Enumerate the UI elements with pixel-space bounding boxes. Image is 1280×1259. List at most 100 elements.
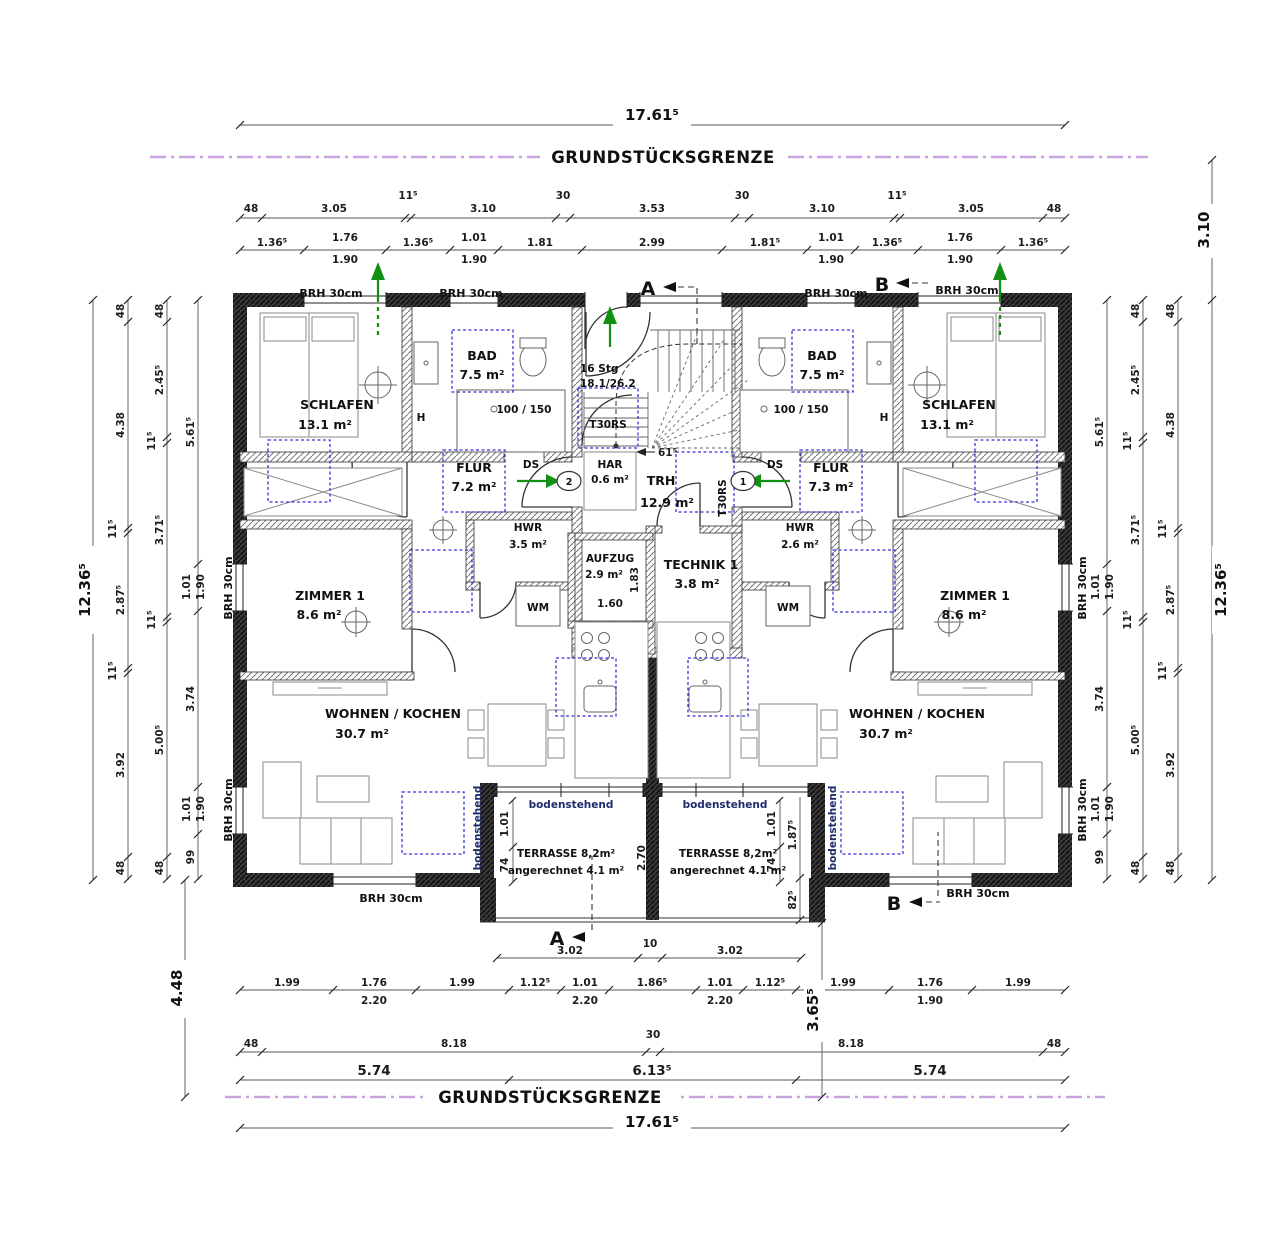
dim-label: 82⁵ <box>787 890 799 910</box>
dim-label: 11⁵ <box>107 519 119 539</box>
technik-door <box>656 482 701 527</box>
room-bad-left: BAD <box>467 348 497 363</box>
dim-label: 1.99 <box>1005 977 1031 989</box>
technik-label: TECHNIK 1 <box>664 557 739 572</box>
room-flur-right: FLUR <box>813 460 849 475</box>
dim-label: 1.01 <box>572 977 598 989</box>
sofa-left <box>262 761 393 865</box>
dim-label: 1.81⁵ <box>750 237 781 249</box>
dim-label: 2.87⁵ <box>115 584 127 615</box>
area-zimmer-left: 8.6 m² <box>297 607 342 622</box>
window-left-wohnen <box>232 786 247 835</box>
room-labels-right: SCHLAFEN 13.1 m² BAD 7.5 m² 100 / 150 FL… <box>670 348 1010 877</box>
dim-label: 48 <box>115 304 127 319</box>
dim-label: 30 <box>556 190 571 202</box>
bed-left <box>259 312 359 438</box>
har-box <box>583 451 637 511</box>
wm-label-left: WM <box>527 602 549 614</box>
dim-label: 6.13⁵ <box>632 1063 671 1079</box>
h-label-left: H <box>417 412 426 424</box>
dining-right <box>740 703 838 767</box>
fire-door-label-left: T30RS <box>589 419 626 431</box>
dim-label: 1.01 <box>818 232 844 244</box>
window-right-wohnen <box>1058 786 1073 835</box>
dim-label: 1.76 <box>332 232 358 244</box>
terrace-edge <box>480 917 825 923</box>
washbasin-right <box>866 341 892 385</box>
dim-label: 5.00⁵ <box>1130 724 1142 755</box>
room-zimmer-left: ZIMMER 1 <box>295 588 365 603</box>
party-wall <box>646 656 659 920</box>
dim-label: 11⁵ <box>1122 431 1134 451</box>
ceiling-light-flur-left <box>429 516 457 544</box>
dim-label: 2.20 <box>572 995 598 1007</box>
dim-label: 2.99 <box>639 237 665 249</box>
dim-label: 1.01 <box>1090 796 1102 822</box>
dim-label: 1.90 <box>1104 574 1116 600</box>
boundary-label-bottom: GRUNDSTÜCKSGRENZE <box>438 1088 662 1107</box>
dim-stair-exit: 61⁵ <box>658 447 678 459</box>
room-hwr-right: HWR <box>786 522 814 534</box>
bodenstehend-right-h: bodenstehend <box>683 799 768 811</box>
dim-label: 1.90 <box>1104 796 1116 822</box>
dim-terrace-depth: 2.70 <box>636 845 648 871</box>
dim-label: 99 <box>1094 850 1106 865</box>
dim-label: 1.01 <box>707 977 733 989</box>
bodenstehend-left-h: bodenstehend <box>529 799 614 811</box>
green-arrows <box>371 262 1007 488</box>
entrance-door-gap <box>584 292 628 308</box>
wm-label-right: WM <box>777 602 799 614</box>
wardrobe-left <box>243 467 403 517</box>
boundary-label-bg <box>540 145 788 169</box>
washbasin-left <box>413 341 439 385</box>
unit-number-circle-right <box>730 470 756 492</box>
dim-label: 1.99 <box>274 977 300 989</box>
dim-label: 74 <box>499 858 511 873</box>
dim-label: 2.45⁵ <box>1130 364 1142 395</box>
brh-bottom-right: BRH 30cm <box>946 887 1009 900</box>
dim-label: 1.90 <box>461 254 487 266</box>
dim-label: 48 <box>244 203 259 215</box>
room-wohnen-left: WOHNEN / KOCHEN <box>325 706 461 721</box>
bed-right <box>946 312 1046 438</box>
window-top-schlafen-right <box>917 292 1002 307</box>
stairs-label-1: 16 Stg <box>580 363 618 375</box>
room-labels-left: SCHLAFEN 13.1 m² BAD 7.5 m² 100 / 150 FL… <box>295 348 624 877</box>
brh-left-2: BRH 30cm <box>222 778 235 841</box>
dim-label: 48 <box>244 1038 259 1050</box>
dim-label: 1.01 <box>766 811 778 837</box>
room-hwr-left: HWR <box>514 522 542 534</box>
hwr-door-left <box>479 581 517 619</box>
dim-label: 11⁵ <box>1157 519 1169 539</box>
dim-label: 3.92 <box>115 752 127 778</box>
dim-label: 5.00⁵ <box>154 724 166 755</box>
unit-number-circle-left <box>556 470 582 492</box>
room-zimmer-right: ZIMMER 1 <box>940 588 1010 603</box>
room-bad-right: BAD <box>807 348 837 363</box>
kitchen-right <box>656 621 731 779</box>
stairs-label-2: 18.1/26.2 <box>580 378 636 390</box>
dim-label: 1.90 <box>195 574 207 600</box>
ceiling-light-schlafen-left <box>359 366 397 404</box>
ceiling-light-flur-right <box>848 516 876 544</box>
dim-offset-center: 3.65⁵ <box>804 988 822 1032</box>
har-label: HAR <box>598 459 623 471</box>
stair-fire-door <box>581 394 633 446</box>
core-labels: 16 Stg 18.1/26.2 T30RS T30RS HAR 0.6 m² … <box>580 363 738 591</box>
apartment-entry-door-left <box>521 456 573 508</box>
dim-label: 3.71⁵ <box>1130 514 1142 545</box>
wardrobe-right <box>902 467 1062 517</box>
dim-overall-bottom: 17.61⁵ <box>625 1113 679 1131</box>
trh-area: 12.9 m² <box>640 495 694 510</box>
dim-label: 11⁵ <box>146 431 158 451</box>
lift-area: 2.9 m² <box>585 569 623 581</box>
dim-label: 1.90 <box>332 254 358 266</box>
dim-label: 1.36⁵ <box>403 237 434 249</box>
terrace-label-right: TERRASSE 8,2m² <box>679 848 778 860</box>
dim-label: 3.10 <box>470 203 496 215</box>
stairhall-door <box>585 311 651 377</box>
dim-label: 5.61⁵ <box>185 416 197 447</box>
